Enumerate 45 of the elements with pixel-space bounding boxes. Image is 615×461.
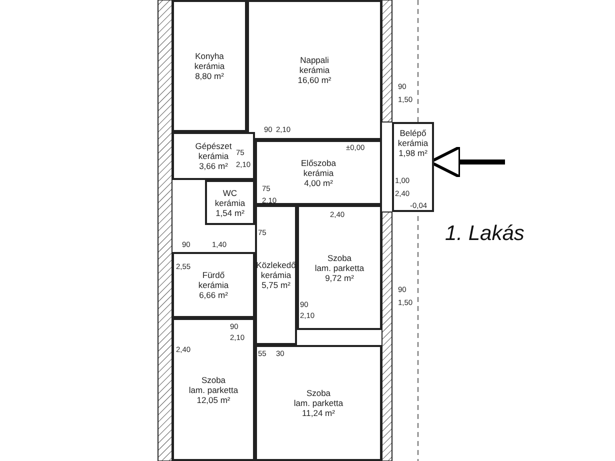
room-name: Szoba — [201, 374, 226, 384]
room-outline — [255, 345, 382, 461]
floor-finish: kerámia — [194, 61, 225, 71]
room-area: 11,24 m² — [302, 408, 335, 418]
room-name: Nappali — [300, 55, 329, 65]
room-name: Belépő — [400, 128, 426, 138]
floor-finish: lam. parketta — [294, 398, 344, 408]
floor-finish: kerámia — [398, 138, 428, 148]
room-outline — [392, 122, 434, 212]
room-name: Előszoba — [301, 158, 336, 168]
room-name: Közlekedő — [256, 260, 296, 270]
room-area: 3,66 m² — [199, 161, 228, 171]
room-name: Szoba — [306, 388, 331, 398]
room-name: Szoba — [327, 252, 352, 262]
floor-finish: kerámia — [198, 151, 229, 161]
room-outline — [247, 0, 382, 140]
room-outline — [172, 318, 255, 461]
room-area: 5,75 m² — [262, 280, 290, 290]
room-outline — [297, 205, 382, 330]
room-area: 12,05 m² — [196, 394, 230, 404]
room-outline — [172, 252, 255, 318]
room-area: 16,60 m² — [298, 75, 332, 85]
room-name: Gépészet — [195, 141, 232, 151]
room-area: 6,66 m² — [199, 290, 228, 300]
room-outline — [172, 132, 255, 180]
floor-finish: lam. parketta — [314, 262, 364, 272]
floor-finish: kerámia — [303, 168, 334, 178]
room-area: 4,00 m² — [304, 178, 333, 188]
room-outline — [172, 0, 247, 132]
room-name: WC — [222, 188, 238, 198]
room-area: 1,54 m² — [216, 208, 244, 218]
floor-finish: kerámia — [299, 65, 330, 75]
room-outline — [255, 205, 297, 345]
floor-finish: kerámia — [260, 270, 292, 280]
room-area: 9,72 m² — [325, 272, 354, 282]
room-area: 8,80 m² — [195, 71, 224, 81]
floor-finish: kerámia — [198, 280, 229, 290]
floor-finish: lam. parketta — [188, 384, 238, 394]
room-name: Fürdő — [202, 270, 225, 280]
floor-finish: kerámia — [214, 198, 246, 208]
room-outline — [205, 180, 255, 225]
room-name: Konyha — [195, 51, 224, 61]
room-area: 1,98 m² — [398, 148, 428, 158]
room-outline — [255, 140, 382, 205]
plan-title: 1. Lakás — [445, 222, 524, 246]
